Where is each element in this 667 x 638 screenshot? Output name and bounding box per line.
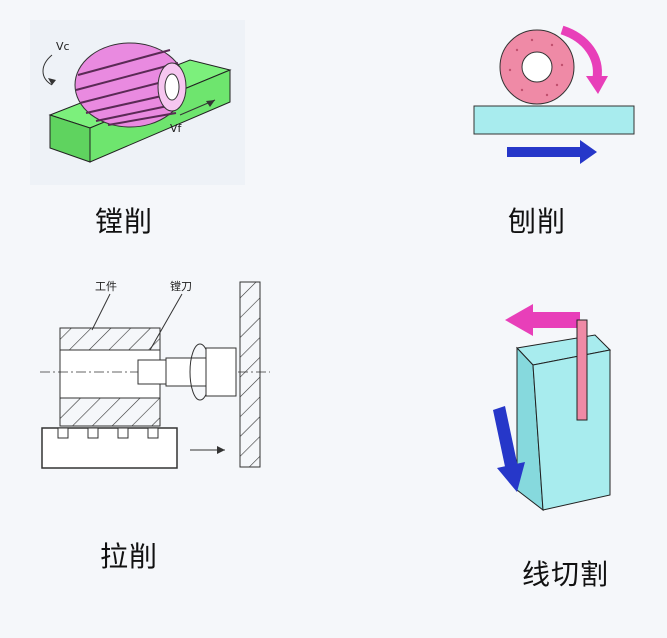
caption-boring: 镗削: [95, 205, 154, 238]
broaching-figure: 工件 镗刀: [30, 270, 275, 480]
gear-cutter: [74, 42, 187, 128]
wire-electrode: [576, 319, 588, 421]
feed-arrow: [507, 147, 582, 157]
cyan-block-side: [532, 349, 611, 511]
caption-wire-cutting: 线切割: [522, 558, 610, 591]
tool-label: 镗刀: [170, 279, 192, 293]
caption-planing: 刨削: [508, 205, 567, 238]
caption-broaching: 拉削: [100, 540, 159, 573]
workpiece-label: 工件: [95, 280, 117, 293]
boring-figure: Vc Vf: [30, 20, 245, 185]
planing-figure: [462, 20, 637, 170]
vc-label: Vc: [56, 40, 70, 53]
wire-cutting-figure: [485, 290, 625, 520]
vf-label: Vf: [170, 122, 183, 135]
workpiece-bar: [473, 105, 635, 135]
rotation-arrow: [560, 25, 602, 79]
